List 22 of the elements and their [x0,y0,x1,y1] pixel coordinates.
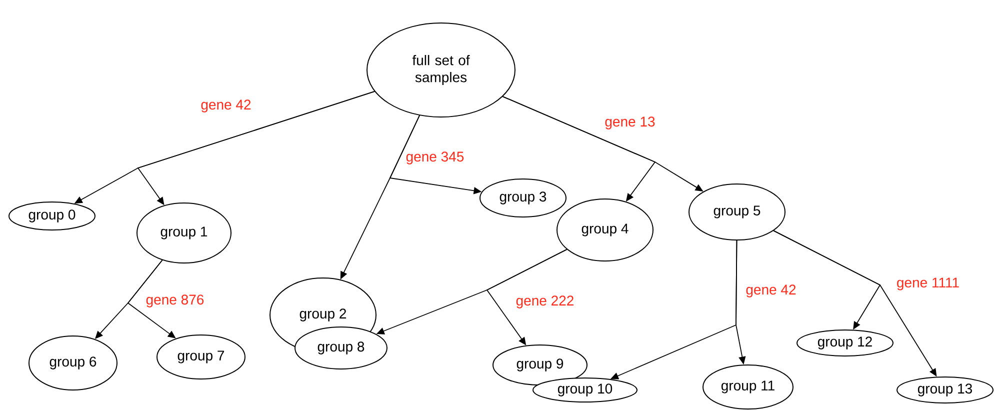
edge-label: gene 42 [200,98,252,114]
ellipse-node: group 3 [480,178,566,218]
ellipse-node: group 10 [532,378,638,402]
ellipse-node: group 1 [136,202,232,264]
ellipse-node: group 5 [688,184,786,240]
ellipse-node: group 0 [8,202,96,230]
ellipse-node: group 8 [294,326,388,370]
edge-label: gene 1111 [895,276,961,292]
ellipse-node: group 4 [556,198,654,262]
edge-label: gene 345 [404,150,466,166]
ellipse-node: group 12 [796,330,894,356]
ellipse-node: group 7 [156,334,246,380]
ellipse-node: group 9 [492,344,588,386]
ellipse-node: group 11 [702,364,794,410]
edge-label: gene 222 [514,294,576,310]
edge-label: gene 876 [144,294,206,308]
edge-label: gene 42 [744,284,798,298]
ellipse-node: full set of samples [366,22,516,118]
edge-label: gene 13 [604,116,656,130]
ellipse-node: group 13 [896,376,994,404]
ellipse-node: group 6 [28,336,118,390]
node-label: group 10 [558,384,612,396]
